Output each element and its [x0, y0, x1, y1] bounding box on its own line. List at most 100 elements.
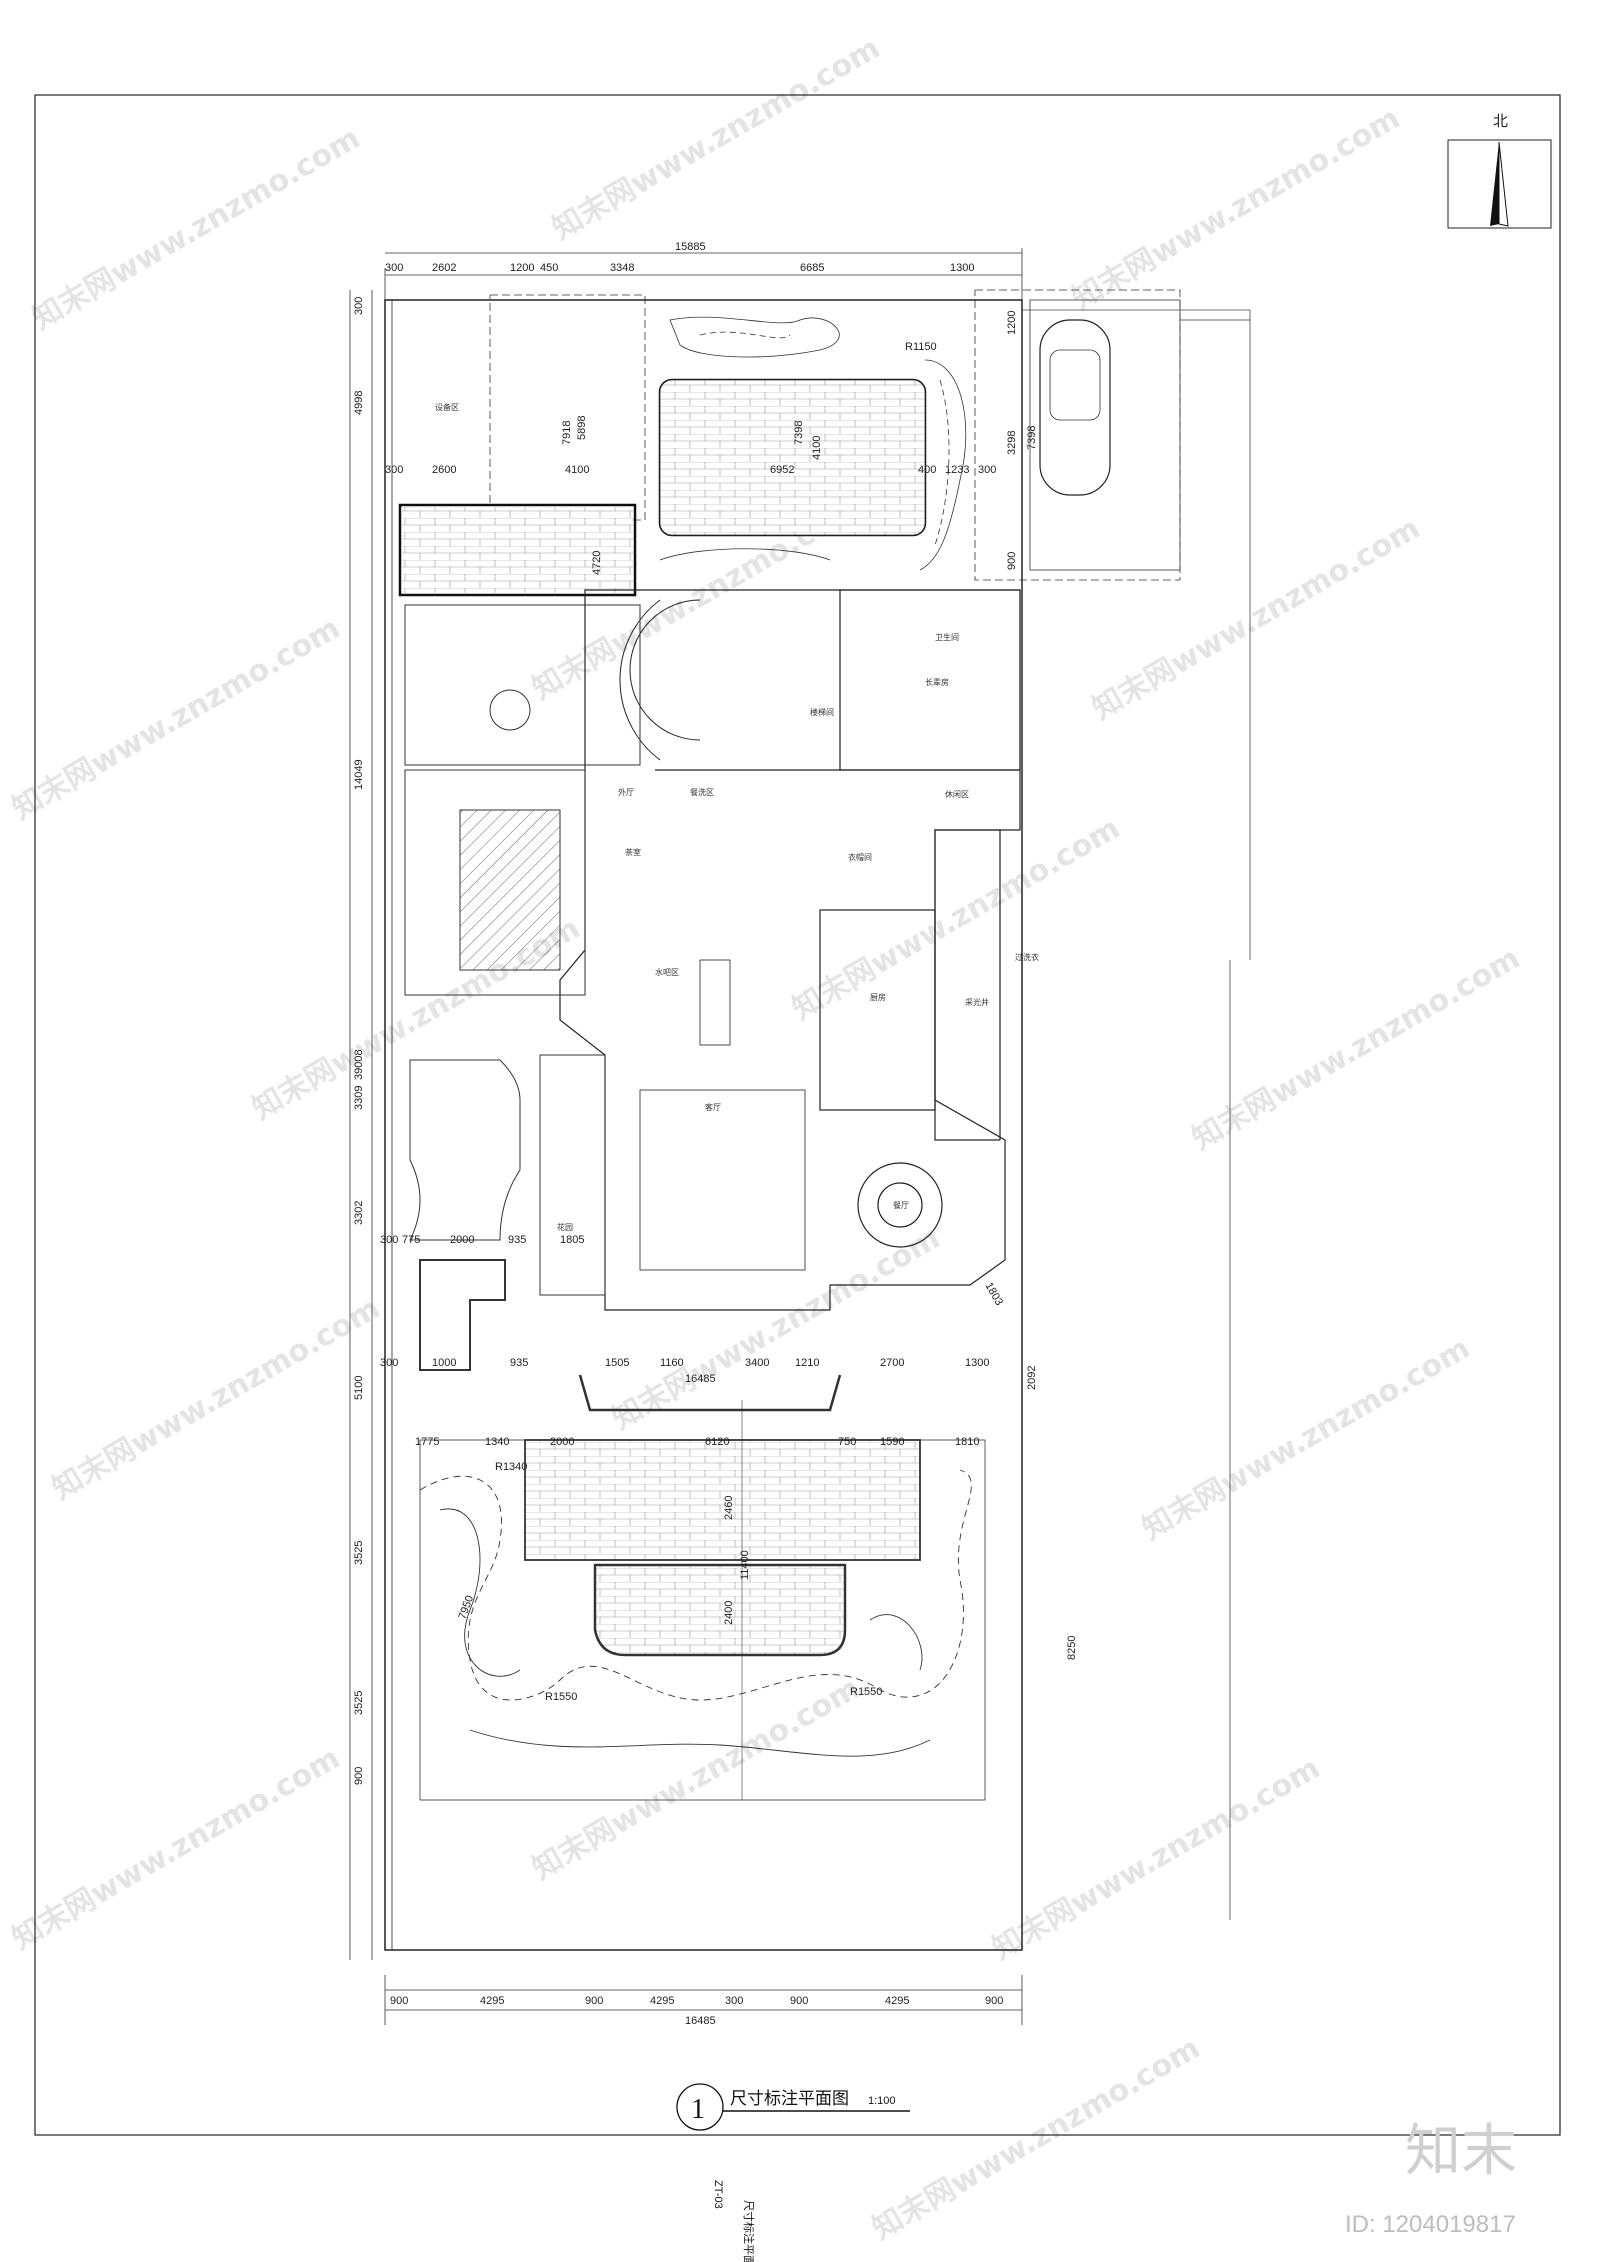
- garage: [974, 289, 1250, 581]
- left-dim: 3309: [353, 1086, 365, 1110]
- mid-dim: 1210: [795, 1357, 819, 1369]
- bottom-dim: 900: [790, 1995, 808, 2007]
- bottom-dim: 900: [390, 1995, 408, 2007]
- mid-dim: 300: [380, 1234, 398, 1246]
- watermark-tile: 知末网www.znzmo.com: [1137, 1331, 1477, 1547]
- bottom-dimensions: [384, 1975, 1023, 2025]
- room-label: 茶室: [625, 847, 641, 857]
- top-row2-dim: 400: [918, 464, 936, 476]
- watermark-tile: 知末网www.znzmo.com: [27, 121, 367, 337]
- sheet-border: [34, 94, 1561, 2136]
- misc-dim: 4100: [811, 436, 823, 460]
- top-dim: 2602: [432, 262, 456, 274]
- top-row2-dim: 300: [385, 464, 403, 476]
- misc-dim: R1340: [495, 1461, 527, 1473]
- bottom-overall-dim: 16485: [685, 2015, 716, 2027]
- mid-dim: 2000: [550, 1436, 574, 1448]
- right-dim: 8250: [1066, 1636, 1078, 1660]
- room-label: 设备区: [435, 402, 459, 412]
- title-number: 1: [691, 2094, 705, 2125]
- title-scale: 1:100: [868, 2095, 896, 2107]
- top-row2-dim: 1233: [945, 464, 969, 476]
- misc-dim: 2400: [723, 1601, 735, 1625]
- room-label: 衣帽间: [848, 852, 872, 862]
- room-label: 长辈房: [925, 677, 949, 687]
- room-label: 客厅: [705, 1102, 721, 1112]
- top-row2-dim: 4100: [565, 464, 589, 476]
- mid-dim: 935: [508, 1234, 526, 1246]
- mid-dim: 1000: [432, 1357, 456, 1369]
- left-dim: 3525: [353, 1541, 365, 1565]
- right-dim: 7398: [1026, 426, 1038, 450]
- room-label: 过洗衣: [1015, 952, 1039, 962]
- south-garden: [419, 1374, 986, 1801]
- image-id: ID: 1204019817: [1345, 2211, 1516, 2238]
- mid-dim: 1810: [955, 1436, 979, 1448]
- watermark-tile: 知末网www.znzmo.com: [867, 2031, 1207, 2247]
- misc-dim: 7398: [793, 421, 805, 445]
- mid-dim: 1805: [560, 1234, 584, 1246]
- left-dim: 5100: [353, 1376, 365, 1400]
- watermark-tile: 知末网www.znzmo.com: [527, 1671, 867, 1887]
- room-label: 采光井: [965, 997, 989, 1007]
- bottom-dim: 300: [725, 1995, 743, 2007]
- top-row2-dim: 300: [978, 464, 996, 476]
- site-boundary: [384, 299, 1023, 1951]
- right-dim: 1803: [982, 1281, 1005, 1308]
- watermark-tile: 知末网www.znzmo.com: [7, 1741, 347, 1957]
- watermark-tile: 知末网www.znzmo.com: [987, 1751, 1327, 1967]
- mid-dim: 1160: [660, 1357, 684, 1369]
- misc-dim: R1550: [545, 1691, 577, 1703]
- left-dim: 14049: [353, 759, 365, 790]
- room-label: 餐洗区: [690, 787, 714, 797]
- top-dimensions: [384, 248, 1023, 300]
- mid-dim: 1300: [965, 1357, 989, 1369]
- top-dim: 1200: [510, 262, 534, 274]
- left-dim: 3302: [353, 1201, 365, 1225]
- misc-dim: 4720: [591, 551, 603, 575]
- top-row2-dim: 6952: [770, 464, 794, 476]
- watermark-tile: 知末网www.znzmo.com: [547, 31, 887, 247]
- room-label: 厨房: [870, 992, 886, 1002]
- watermark-tile: 知末网www.znzmo.com: [1067, 101, 1407, 317]
- mid-dim: 1590: [880, 1436, 904, 1448]
- misc-dim: R1150: [905, 341, 937, 353]
- watermark-tile: 知末网www.znzmo.com: [607, 1221, 947, 1437]
- mid-dim: 1340: [485, 1436, 509, 1448]
- west-courtyard: [404, 604, 641, 1371]
- top-overall-dim: 15885: [675, 241, 706, 253]
- top-dim: 6685: [800, 262, 824, 274]
- bottom-dim: 900: [585, 1995, 603, 2007]
- north-label: 北: [1493, 112, 1508, 130]
- mid-overall-dim: 16485: [685, 1373, 716, 1385]
- watermark-tile: 知末网www.znzmo.com: [47, 1291, 387, 1507]
- watermark-tile: 知末网www.znzmo.com: [787, 811, 1127, 1027]
- north-arrow: 北: [1447, 112, 1552, 229]
- bottom-dim: 4295: [480, 1995, 504, 2007]
- top-dim: 3348: [610, 262, 634, 274]
- room-label: 楼梯间: [810, 707, 834, 717]
- left-dim: 900: [353, 1767, 365, 1785]
- misc-dim: 11400: [739, 1550, 751, 1580]
- room-label: 花园: [557, 1222, 573, 1232]
- mid-dim: 750: [838, 1436, 856, 1448]
- misc-dim: 5898: [576, 416, 588, 440]
- watermark-tile: 知末网www.znzmo.com: [7, 611, 347, 827]
- watermark-tile: 知末网www.znzmo.com: [1087, 511, 1427, 727]
- room-label: 外厅: [618, 787, 634, 797]
- mid-dim: 2700: [880, 1357, 904, 1369]
- mid-dim: 775: [402, 1234, 420, 1246]
- right-dim: 2092: [1026, 1366, 1038, 1390]
- sheet-title-vertical: 尺寸标注平面图: [742, 2200, 756, 2262]
- room-label: 卫生间: [935, 632, 959, 642]
- drawing-title: 1 尺寸标注平面图 1:100: [676, 2083, 910, 2131]
- left-dim: 3525: [353, 1691, 365, 1715]
- left-dimensions: [349, 290, 373, 1960]
- misc-dim: R1550: [850, 1686, 882, 1698]
- top-dim: 450: [540, 262, 558, 274]
- mid-dim: 2000: [450, 1234, 474, 1246]
- bottom-dim: 4295: [650, 1995, 674, 2007]
- room-label: 水吧区: [655, 967, 679, 977]
- main-building: [559, 589, 1021, 1311]
